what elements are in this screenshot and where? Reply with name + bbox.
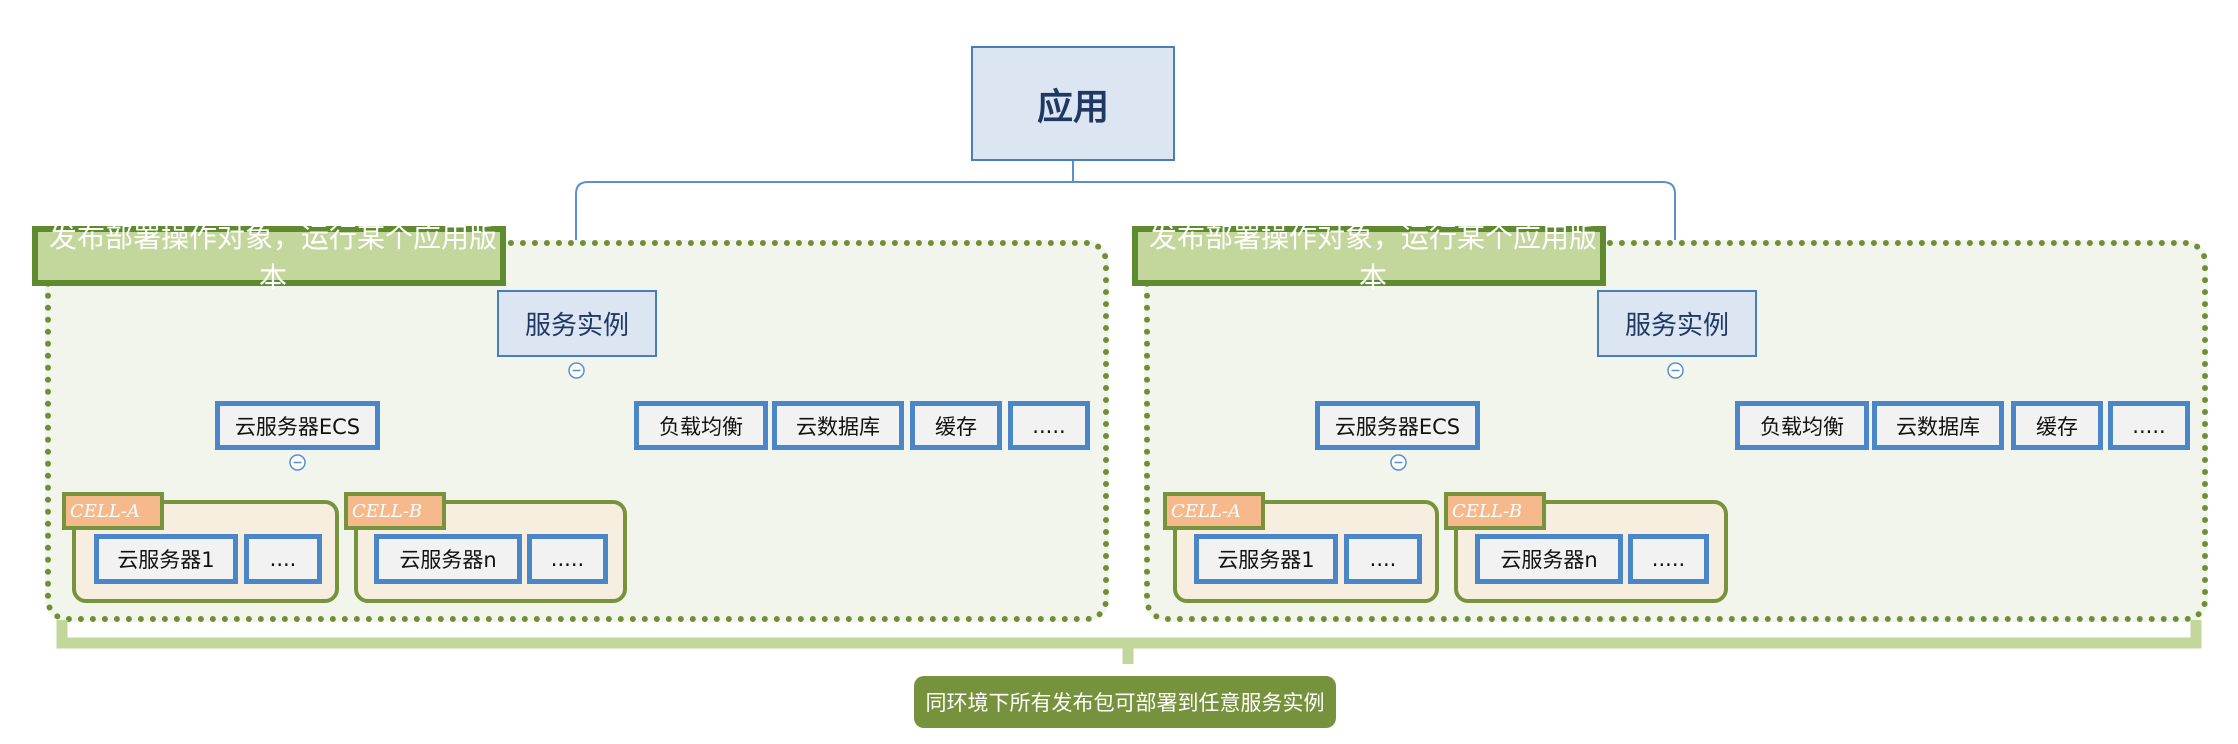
more-servers-node[interactable]: .....	[1628, 534, 1709, 584]
load-balancer-node[interactable]: 负载均衡	[634, 401, 768, 450]
more-resources-node[interactable]: .....	[1008, 401, 1090, 450]
root-to-service-connector	[1073, 181, 1676, 290]
cloud-server-node[interactable]: 云服务器1	[1194, 534, 1338, 584]
deployment-area-title: 发布部署操作对象，运行某个应用版本	[32, 221, 506, 294]
collapse-icon[interactable]	[568, 362, 585, 379]
cache-node[interactable]: 缓存	[2011, 401, 2103, 450]
cell-tag: CELL-A	[62, 492, 164, 530]
collapse-icon[interactable]	[1667, 362, 1684, 379]
cloud-server-node[interactable]: 云服务器n	[1475, 534, 1623, 584]
more-servers-node[interactable]: .....	[527, 534, 608, 584]
deployment-area-title: 发布部署操作对象，运行某个应用版本	[1132, 221, 1606, 294]
collapse-icon[interactable]	[1390, 454, 1407, 471]
more-servers-node[interactable]: ....	[1344, 534, 1422, 584]
footer-note: 同环境下所有发布包可部署到任意服务实例	[914, 676, 1336, 728]
cell-tag: CELL-A	[1163, 492, 1265, 530]
more-servers-node[interactable]: ....	[244, 534, 322, 584]
cloud-server-node[interactable]: 云服务器1	[94, 534, 238, 584]
cloud-database-node[interactable]: 云数据库	[772, 401, 904, 450]
collapse-icon[interactable]	[289, 454, 306, 471]
service-instance-node[interactable]: 服务实例	[1597, 290, 1757, 357]
root-to-service-connector	[575, 160, 1074, 290]
cloud-server-node[interactable]: 云服务器n	[374, 534, 522, 584]
service-instance-node[interactable]: 服务实例	[497, 290, 657, 357]
ecs-node[interactable]: 云服务器ECS	[1315, 401, 1480, 450]
cell-tag: CELL-B	[1444, 492, 1546, 530]
cloud-database-node[interactable]: 云数据库	[1872, 401, 2004, 450]
load-balancer-node[interactable]: 负载均衡	[1735, 401, 1869, 450]
application-node[interactable]: 应用	[971, 46, 1175, 161]
cell-tag: CELL-B	[344, 492, 446, 530]
cache-node[interactable]: 缓存	[910, 401, 1002, 450]
more-resources-node[interactable]: .....	[2108, 401, 2190, 450]
ecs-node[interactable]: 云服务器ECS	[215, 401, 380, 450]
